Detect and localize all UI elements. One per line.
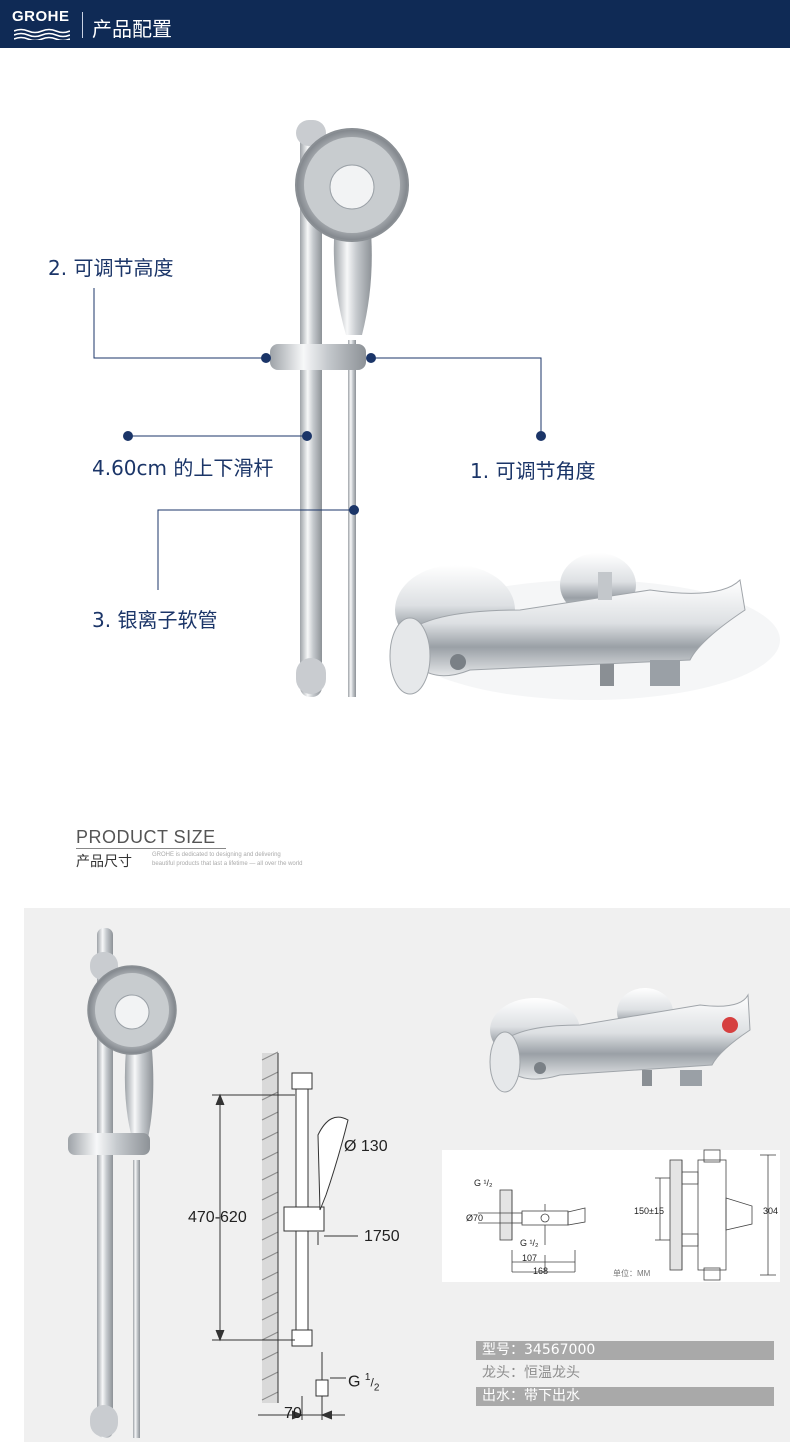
callout-adjustable-height: 2. 可调节高度	[48, 256, 174, 280]
dim-unit-label: 单位：MM	[613, 1269, 651, 1278]
dim-offset: 70	[284, 1405, 302, 1422]
mixer-tech-drawing	[442, 1149, 780, 1282]
dim-thread-num: 1	[364, 1372, 371, 1383]
shower-set-illustration	[93, 120, 780, 700]
slide-rail	[300, 122, 322, 697]
dim-thread: G 1/2	[348, 1372, 380, 1394]
callout-dots	[123, 353, 546, 515]
dim-head-diameter: Ø 130	[344, 1138, 388, 1155]
dim-mixer-168: 168	[533, 1266, 549, 1276]
hand-shower-handle	[333, 220, 372, 335]
header-divider	[82, 12, 83, 38]
callout-lines	[93, 288, 542, 590]
page-title: 产品配置	[92, 17, 172, 41]
dim-mixer-107: 107	[522, 1253, 538, 1263]
product-size-title: PRODUCT SIZE	[76, 827, 216, 847]
spec-model: 型号：34567000	[476, 1341, 774, 1360]
shower-hose	[348, 340, 356, 697]
dim-mixer-thread-b: G ¹/₂	[520, 1238, 539, 1248]
shower-photo	[68, 928, 177, 1438]
product-size-tagline: beautiful products that last a lifetime …	[152, 861, 303, 867]
dim-hose-length: 1750	[364, 1228, 400, 1245]
product-size-tagline: GROHE is dedicated to designing and deli…	[152, 852, 281, 858]
callout-silver-ion-hose: 3. 银离子软管	[92, 608, 218, 632]
thermostatic-mixer-top	[389, 553, 780, 700]
spec-outlet: 出水：带下出水	[476, 1387, 774, 1406]
dim-mixer-304: 304	[763, 1206, 779, 1216]
product-size-subtitle: 产品尺寸	[76, 854, 132, 870]
rail-bracket-bottom	[296, 658, 326, 694]
dim-height-range: 470-620	[188, 1209, 247, 1226]
spec-faucet: 龙头：恒温龙头	[482, 1365, 580, 1381]
header-bar: GROHE 产品配置	[0, 0, 790, 48]
brand-logo: GROHE	[12, 8, 70, 25]
mixer-photo	[489, 988, 751, 1093]
dim-thread-g: G	[348, 1373, 361, 1391]
dim-mixer-thread: G ¹/₂	[474, 1178, 493, 1188]
wave-icon	[14, 28, 70, 40]
dim-thread-den: 2	[373, 1382, 380, 1394]
spray-center	[329, 164, 375, 210]
callout-adjustable-angle: 1. 可调节角度	[470, 459, 596, 483]
dim-mixer-150: 150±15	[634, 1206, 664, 1216]
product-size-divider	[76, 848, 226, 849]
callout-slide-rail: 4.60cm 的上下滑杆	[92, 456, 274, 480]
shower-tech-drawing	[212, 1051, 358, 1420]
dim-mixer-dia70: Ø70	[466, 1213, 484, 1223]
height-slider	[270, 344, 366, 370]
